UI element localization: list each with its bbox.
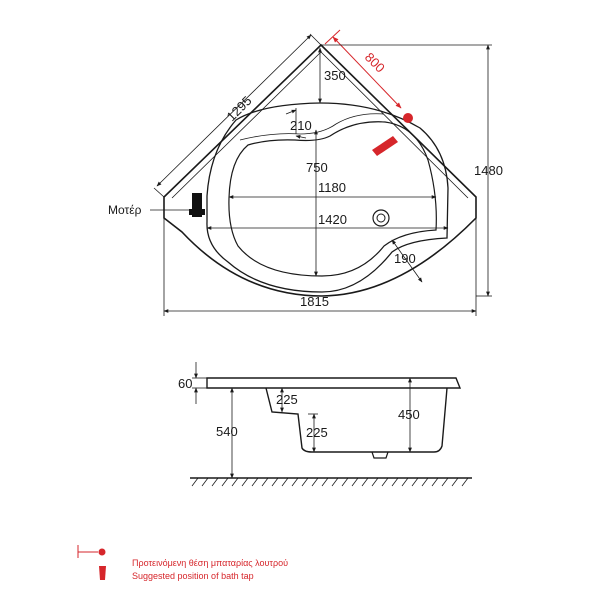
dim-1180: 1180 — [318, 180, 346, 195]
dim-60: 60 — [178, 376, 192, 391]
dim-1815: 1815 — [300, 294, 329, 309]
motor-label: Μοτέρ — [108, 203, 142, 217]
side-tub-profile — [265, 387, 448, 453]
tap-legend: Προτεινόμενη θέση μπαταρίας λουτρού Sugg… — [77, 545, 288, 581]
top-view: 350 210 750 1180 1420 190 1295 800 1480 — [108, 29, 503, 316]
side-floor-hatch — [191, 477, 469, 487]
legend-tap-dot — [98, 548, 106, 556]
legend-tap-icon — [99, 566, 106, 580]
legend-english-text: Suggested position of bath tap — [132, 571, 254, 581]
side-view: 60 540 225 225 450 — [178, 362, 472, 487]
drain-inner — [376, 213, 386, 223]
side-rim — [206, 377, 462, 389]
dim-210: 210 — [290, 118, 312, 133]
drain-outer — [372, 209, 390, 227]
dim-540: 540 — [216, 424, 238, 439]
dim-1295: 1295 — [224, 93, 255, 124]
motor-box — [192, 193, 202, 217]
dim-350: 350 — [324, 68, 346, 83]
dim-450: 450 — [398, 407, 420, 422]
legend-greek-text: Προτεινόμενη θέση μπαταρίας λουτρού — [132, 558, 288, 568]
dim-225-upper: 225 — [276, 392, 298, 407]
bathtub-seat-curve — [239, 113, 385, 141]
dim-225-lower: 225 — [306, 425, 328, 440]
side-drain — [371, 451, 389, 459]
bathtub-basin-floor — [228, 121, 437, 277]
dim-750: 750 — [306, 160, 328, 175]
dim-1480: 1480 — [474, 163, 503, 178]
dim-190: 190 — [394, 251, 416, 266]
bath-tap-marker — [372, 113, 413, 156]
motor-box-base — [189, 209, 205, 215]
dim-1420: 1420 — [318, 212, 347, 227]
bathtub-outer-outline — [163, 43, 477, 297]
